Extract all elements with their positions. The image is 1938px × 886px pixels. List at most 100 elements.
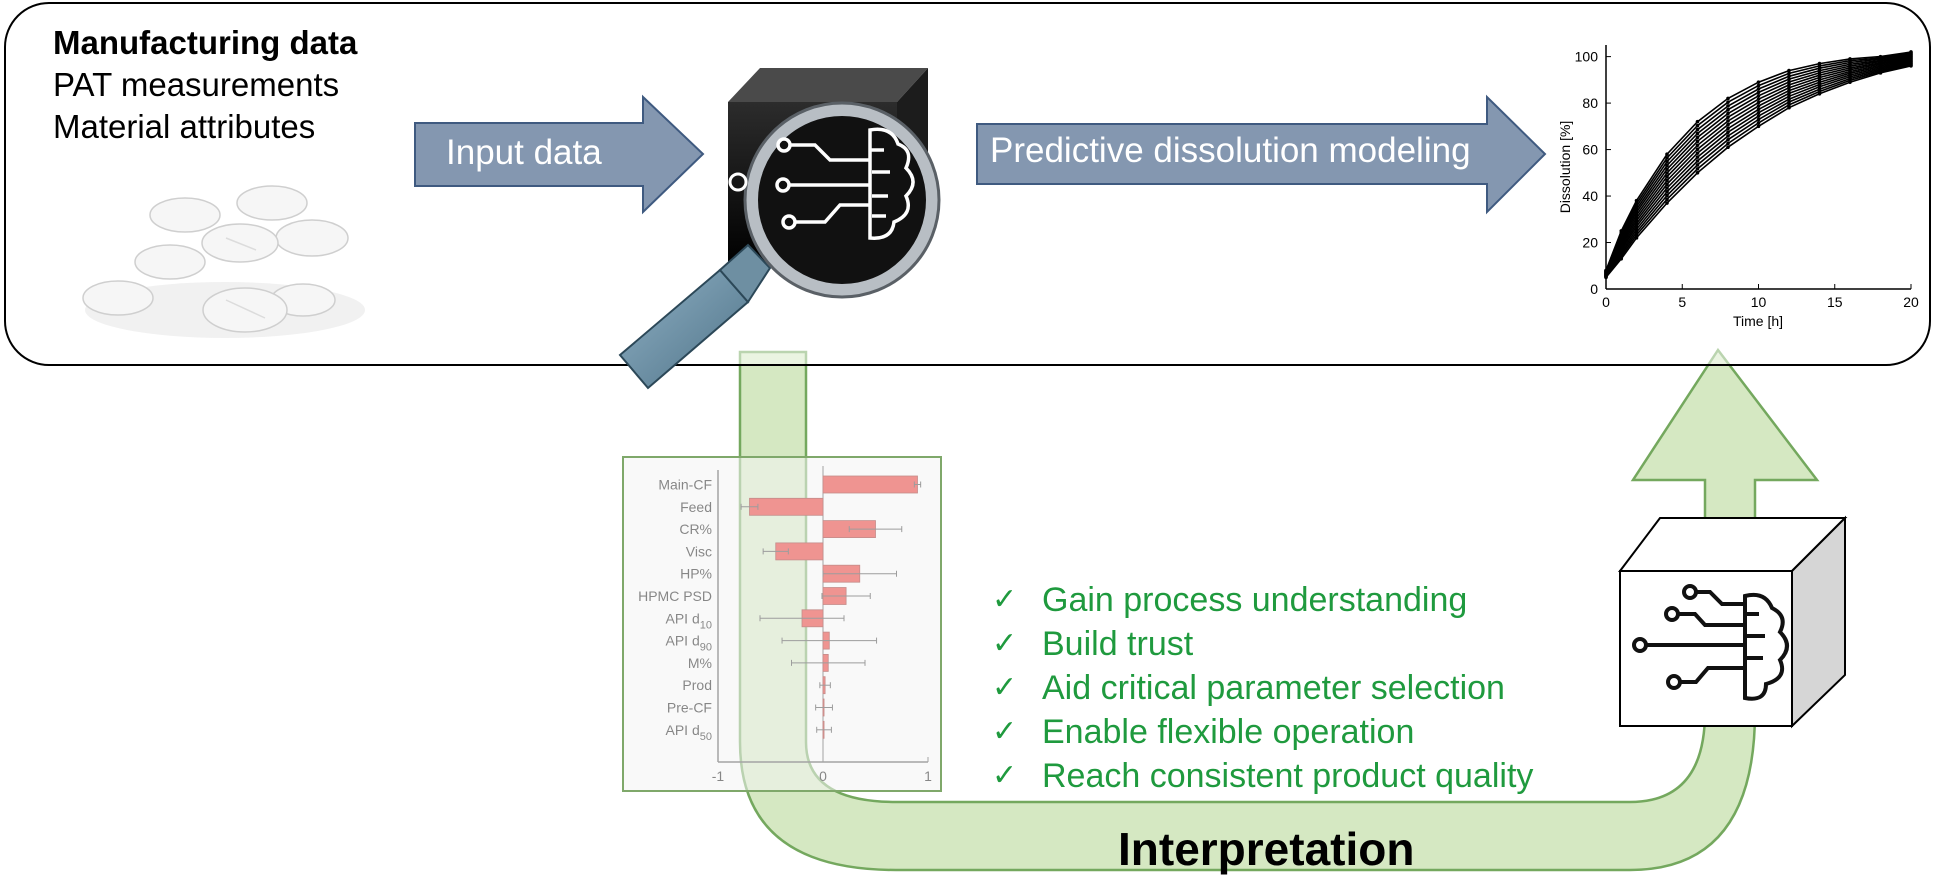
- dissolution-point: [1695, 171, 1700, 175]
- dissolution-y-tick-label: 60: [1582, 142, 1598, 158]
- dissolution-point: [1665, 159, 1669, 164]
- dissolution-point: [1665, 152, 1669, 157]
- dissolution-point: [1665, 171, 1669, 175]
- manufacturing-data-title: Manufacturing data: [53, 24, 358, 61]
- interpretation-label: Interpretation: [1118, 823, 1415, 875]
- fi-category-label: Visc: [686, 543, 712, 559]
- dissolution-point: [1787, 103, 1791, 107]
- dissolution-point: [1695, 139, 1700, 144]
- dissolution-point: [1726, 107, 1730, 112]
- dissolution-point: [1726, 130, 1730, 135]
- dissolution-point: [1726, 122, 1730, 127]
- dissolution-y-tick-label: 80: [1582, 95, 1598, 111]
- dissolution-point: [1787, 97, 1791, 101]
- dissolution-point: [1665, 156, 1669, 160]
- dissolution-point: [1665, 189, 1669, 194]
- benefit-text: Aid critical parameter selection: [1042, 669, 1505, 707]
- dissolution-x-tick-label: 15: [1827, 294, 1843, 310]
- dissolution-curve: [1605, 57, 1912, 274]
- dissolution-point: [1787, 80, 1791, 84]
- dissolution-x-tick-label: 10: [1751, 294, 1767, 310]
- benefit-text: Enable flexible operation: [1042, 713, 1415, 751]
- fi-x-tick-label: -1: [712, 768, 725, 784]
- input-data-arrow: [414, 94, 705, 215]
- checkmark-icon: ✓: [992, 626, 1018, 661]
- dissolution-point: [1604, 268, 1608, 273]
- dissolution-point: [1665, 178, 1669, 183]
- input-data-list: Manufacturing data PAT measurements Mate…: [53, 22, 357, 148]
- dissolution-point: [1726, 126, 1730, 131]
- dissolution-curve: [1605, 55, 1912, 273]
- dissolution-point: [1787, 100, 1791, 104]
- dissolution-point: [1726, 141, 1730, 146]
- fi-category-label: API d50: [666, 722, 713, 743]
- dissolution-point: [1787, 91, 1791, 96]
- benefit-text: Gain process understanding: [1042, 581, 1468, 619]
- dissolution-y-tick-label: 40: [1582, 188, 1598, 204]
- dissolution-point: [1665, 167, 1669, 172]
- fi-category-label: Prod: [682, 677, 712, 693]
- fi-category-label: Feed: [680, 499, 712, 515]
- dissolution-point: [1787, 83, 1791, 87]
- dissolution-point: [1787, 68, 1791, 73]
- dissolution-point: [1756, 104, 1761, 108]
- dissolution-point: [1695, 119, 1700, 124]
- dissolution-point: [1695, 135, 1700, 140]
- dissolution-point: [1695, 143, 1700, 148]
- fi-x-tick-label: 1: [924, 768, 932, 784]
- dissolution-point: [1787, 85, 1791, 90]
- dissolution-curve: [1605, 58, 1912, 275]
- dissolution-point: [1787, 74, 1791, 79]
- dissolution-point: [1695, 163, 1700, 167]
- dissolution-point: [1787, 88, 1791, 93]
- predictive-modeling-label: Predictive dissolution modeling: [990, 131, 1471, 170]
- dissolution-point: [1665, 201, 1669, 205]
- dissolution-point: [1726, 119, 1730, 123]
- dissolution-x-tick-label: 5: [1678, 294, 1686, 310]
- benefit-item: ✓ Enable flexible operation: [992, 710, 1533, 754]
- dissolution-point: [1695, 147, 1700, 152]
- dissolution-point: [1695, 123, 1700, 128]
- benefit-item: ✓ Gain process understanding: [992, 578, 1533, 622]
- dissolution-y-tick-label: 0: [1590, 281, 1598, 297]
- material-attributes-label: Material attributes: [53, 108, 316, 145]
- dissolution-x-label: Time [h]: [1733, 313, 1783, 329]
- dissolution-curve: [1605, 54, 1912, 273]
- benefit-item: ✓ Build trust: [992, 622, 1533, 666]
- dissolution-point: [1695, 159, 1700, 163]
- dissolution-point: [1878, 54, 1883, 59]
- dissolution-point: [1756, 93, 1761, 98]
- dissolution-point: [1634, 198, 1639, 203]
- dissolution-point: [1726, 111, 1730, 116]
- dissolution-point: [1756, 117, 1761, 122]
- dissolution-curve: [1605, 64, 1912, 278]
- dissolution-point: [1756, 124, 1761, 129]
- magnifier-icon: [618, 101, 941, 390]
- dissolution-point: [1695, 167, 1700, 171]
- dissolution-x-tick-label: 0: [1602, 294, 1610, 310]
- top-panel: [4, 2, 1931, 366]
- checkmark-icon: ✓: [992, 670, 1018, 705]
- fi-category-label: M%: [688, 655, 712, 671]
- benefit-item: ✓ Reach consistent product quality: [992, 754, 1533, 798]
- dissolution-point: [1726, 96, 1730, 101]
- dissolution-point: [1665, 197, 1669, 202]
- dissolution-point: [1665, 163, 1669, 168]
- fi-category-label: Main-CF: [658, 477, 712, 493]
- dissolution-point: [1665, 186, 1669, 190]
- dissolution-point: [1817, 61, 1822, 66]
- dissolution-point: [1756, 121, 1761, 125]
- dissolution-curve: [1605, 52, 1912, 272]
- dissolution-point: [1756, 80, 1761, 84]
- pat-measurements-label: PAT measurements: [53, 66, 340, 103]
- dissolution-point: [1756, 100, 1761, 105]
- dissolution-curves: [1604, 50, 1913, 280]
- dissolution-curve: [1605, 51, 1912, 271]
- dissolution-point: [1756, 97, 1761, 101]
- pills-image: [82, 185, 365, 338]
- dissolution-y-tick-label: 20: [1582, 235, 1598, 251]
- dissolution-point: [1726, 134, 1730, 138]
